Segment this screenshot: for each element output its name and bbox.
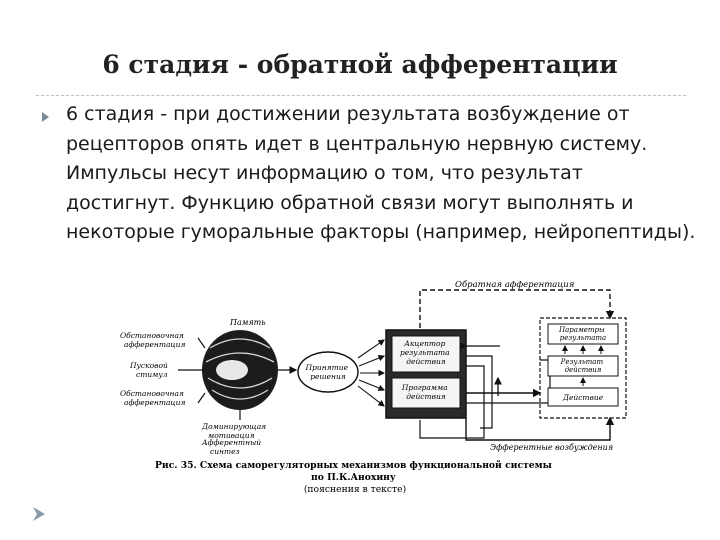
decision-label: Принятие решения	[305, 363, 351, 381]
trigger-stimulus-label: Пусковой стимул	[129, 361, 170, 379]
figure-caption: Рис. 35. Схема саморегуляторных механизм…	[155, 460, 555, 495]
result-parameters-label: Параметры результата	[558, 326, 607, 342]
title-divider	[36, 95, 686, 96]
efferent-excitation-label: Эфферентные возбуждения	[490, 443, 613, 452]
slide-title: 6 стадия - обратной афферентации	[102, 50, 618, 79]
action-program-label: Программа действия	[401, 383, 450, 401]
result-parameters-box	[547, 323, 619, 345]
anokhin-functional-system-diagram: Обратная афферентация Память Обстановочн…	[120, 279, 627, 495]
result-box	[547, 355, 619, 377]
action-box	[547, 387, 619, 407]
result-label: Результат действия	[560, 358, 606, 374]
corner-arrow-icon	[33, 507, 45, 521]
slide-body-text: 6 стадия - при достижении результата воз…	[66, 103, 696, 243]
feedback-label: Обратная афферентация	[455, 279, 575, 290]
result-block	[539, 317, 627, 419]
action-program-box	[391, 377, 461, 409]
action-label: Действие	[562, 393, 604, 402]
dominant-motivation-label: Доминирующая мотивация	[201, 422, 269, 440]
afferent-synthesis-label: Афферентный синтез	[201, 438, 263, 456]
situational-afferent-top-label: Обстановочная афферентация	[120, 331, 186, 349]
memory-label: Память	[229, 318, 266, 327]
bullet-arrow-icon	[42, 112, 49, 122]
acceptor-box	[391, 335, 461, 373]
acceptor-label: Акцептор результата действия	[400, 339, 452, 366]
decision-node	[297, 351, 359, 393]
situational-afferent-bottom-label: Обстановочная афферентация	[120, 389, 186, 407]
